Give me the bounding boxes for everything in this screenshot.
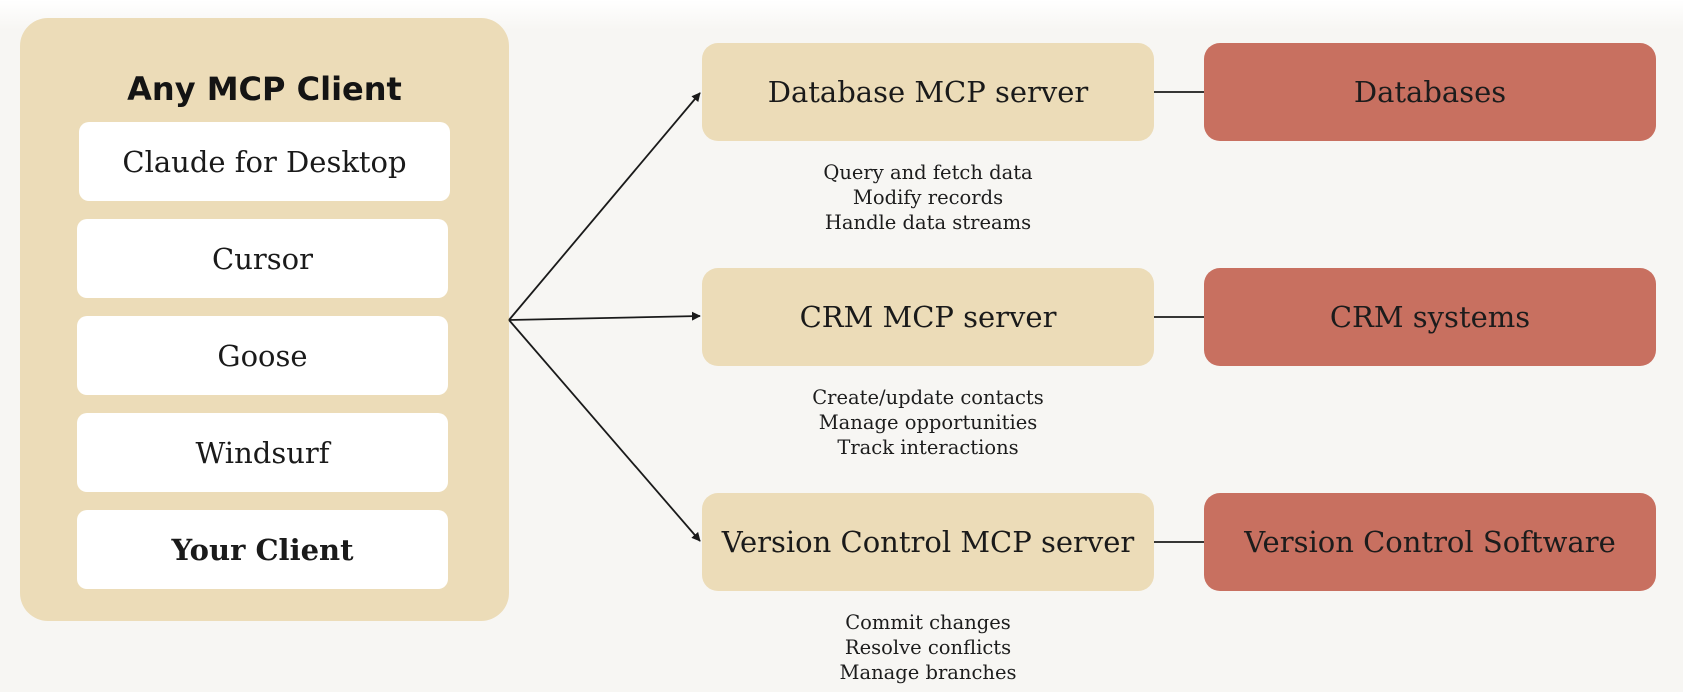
client-item-your-client: Your Client xyxy=(77,510,448,589)
databases-box: Databases xyxy=(1204,43,1656,141)
client-item-goose: Goose xyxy=(77,316,448,395)
mcp-client-panel: Any MCP Client Claude for Desktop Cursor… xyxy=(20,18,509,621)
arrow-to-version-control-server xyxy=(508,319,701,542)
crm-mcp-server-box: CRM MCP server xyxy=(702,268,1154,366)
client-item-claude-for-desktop: Claude for Desktop xyxy=(79,122,450,201)
version-control-mcp-server-box: Version Control MCP server xyxy=(702,493,1154,591)
capability-item: Commit changes xyxy=(845,611,1011,634)
capability-item: Modify records xyxy=(852,186,1004,209)
client-item-windsurf: Windsurf xyxy=(77,413,448,492)
database-mcp-server-box: Database MCP server xyxy=(702,43,1154,141)
version-control-server-capabilities: Commit changes Resolve conflicts Manage … xyxy=(702,610,1154,685)
client-item-cursor: Cursor xyxy=(77,219,448,298)
capability-item: Create/update contacts xyxy=(812,386,1044,409)
capability-item: Track interactions xyxy=(837,436,1019,459)
crm-systems-box: CRM systems xyxy=(1204,268,1656,366)
capability-item: Handle data streams xyxy=(824,211,1032,234)
capability-item: Resolve conflicts xyxy=(844,636,1012,659)
arrow-to-database-server xyxy=(508,92,701,321)
database-server-capabilities: Query and fetch data Modify records Hand… xyxy=(702,160,1154,235)
arrow-to-crm-server xyxy=(508,311,701,321)
client-panel-title: Any MCP Client xyxy=(127,70,402,108)
capability-item: Manage branches xyxy=(839,661,1017,684)
crm-server-capabilities: Create/update contacts Manage opportunit… xyxy=(702,385,1154,460)
version-control-software-box: Version Control Software xyxy=(1204,493,1656,591)
capability-item: Query and fetch data xyxy=(823,161,1033,184)
capability-item: Manage opportunities xyxy=(818,411,1038,434)
